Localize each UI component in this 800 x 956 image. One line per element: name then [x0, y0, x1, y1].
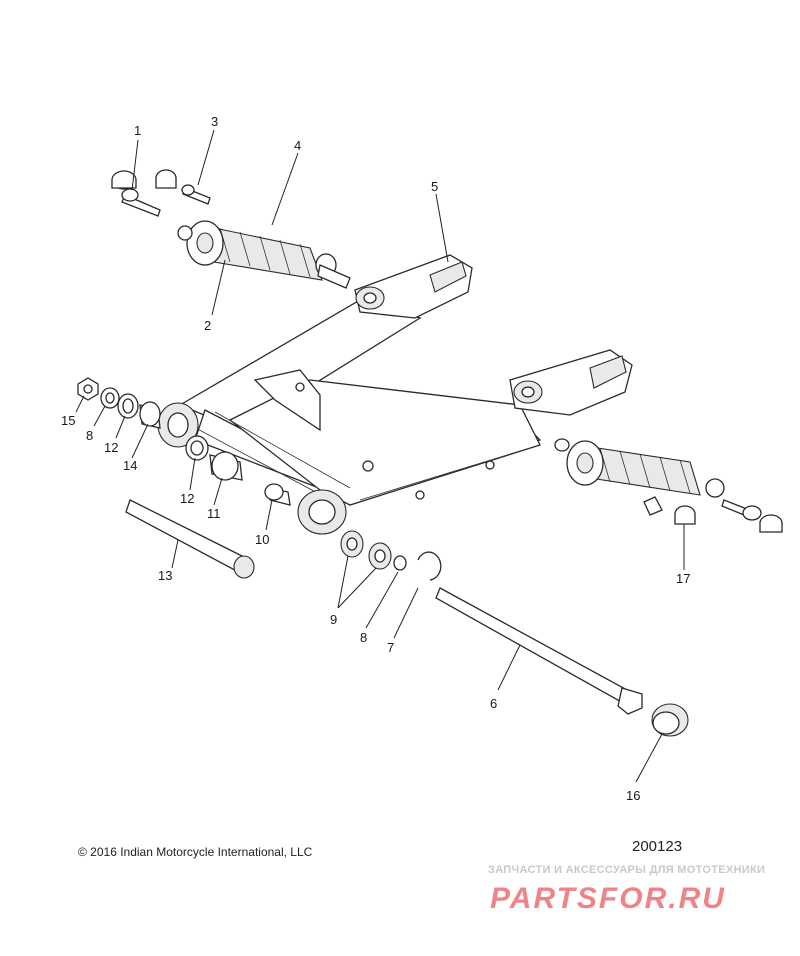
callout-6: 6 — [490, 696, 497, 711]
callout-11: 11 — [207, 506, 221, 521]
pivot-shaft — [435, 587, 643, 715]
callout-16: 16 — [626, 788, 640, 803]
upper-shock-mount-right — [509, 349, 633, 416]
pivot-hardware-left — [77, 377, 291, 579]
callout-14: 14 — [123, 458, 137, 473]
copyright-text: © 2016 Indian Motorcycle International, … — [78, 845, 313, 859]
callout-10: 10 — [255, 532, 269, 547]
callout-8-right: 8 — [360, 630, 367, 645]
upper-shock-mount-left — [354, 254, 473, 319]
callout-17: 17 — [676, 571, 690, 586]
callout-3: 3 — [211, 114, 218, 129]
callout-labels: 1 3 4 5 2 15 8 12 14 12 11 10 13 9 8 7 6… — [61, 114, 690, 803]
callout-15: 15 — [61, 413, 75, 428]
callout-12-lower: 12 — [180, 491, 194, 506]
callout-13: 13 — [158, 568, 172, 583]
shock-absorber-left — [186, 220, 351, 289]
leader-lines — [75, 129, 685, 783]
pivot-cap — [651, 703, 689, 737]
callout-5: 5 — [431, 179, 438, 194]
pivot-hardware-right — [340, 530, 442, 581]
drawing-number: 200123 — [632, 838, 683, 855]
watermark-tagline: ЗАПЧАСТИ И АКСЕССУАРЫ ДЛЯ МОТОТЕХНИКИ — [488, 864, 766, 876]
shock-absorber-right — [554, 438, 725, 516]
callout-8-left: 8 — [86, 428, 93, 443]
callout-7: 7 — [387, 640, 394, 655]
callout-9: 9 — [330, 612, 337, 627]
shock-hardware-lower-right — [674, 499, 783, 533]
callout-4: 4 — [294, 138, 301, 153]
watermark-logo-text: PARTSFOR.RU — [490, 882, 726, 914]
swingarm-frame — [157, 299, 542, 535]
watermark-logo: PARTSFOR.RU — [490, 882, 726, 914]
callout-1: 1 — [134, 123, 141, 138]
shock-hardware-upper-left — [111, 169, 211, 241]
callout-12-upper: 12 — [104, 440, 118, 455]
callout-2: 2 — [204, 318, 211, 333]
